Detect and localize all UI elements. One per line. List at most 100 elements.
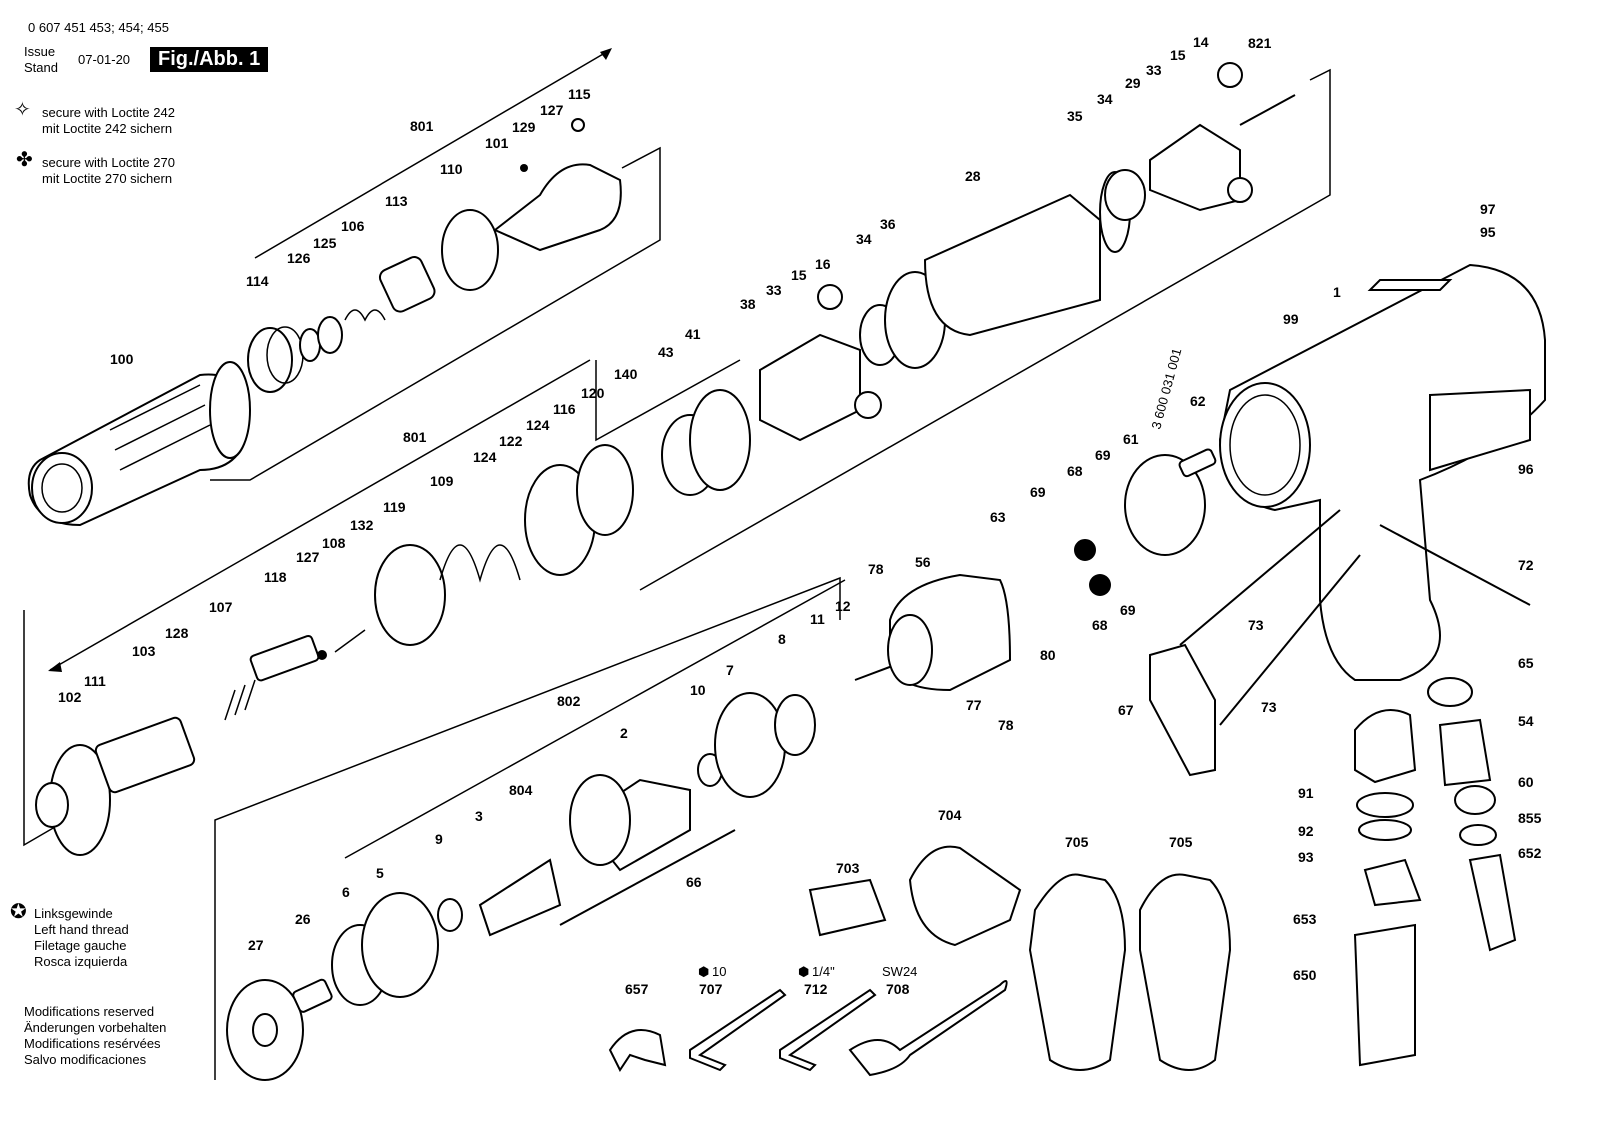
- callout-9: 9: [435, 831, 443, 847]
- hex-quarter-icon: ⬢: [798, 964, 809, 979]
- callout-10: 10: [690, 682, 706, 698]
- legend-lh-thread-de: Linksgewinde: [34, 906, 113, 921]
- callout-73a: 73: [1248, 617, 1264, 633]
- stand-label: Stand: [24, 60, 58, 75]
- callout-56: 56: [915, 554, 931, 570]
- callout-801-middle: 801: [403, 429, 427, 445]
- callout-34: 34: [856, 231, 872, 247]
- callout-855: 855: [1518, 810, 1542, 826]
- motor-parts: [226, 649, 936, 1081]
- wrench-size-note: SW24: [882, 964, 917, 979]
- callout-114: 114: [246, 273, 269, 289]
- callout-140: 140: [614, 366, 638, 382]
- callout-124: 124: [526, 417, 550, 433]
- issue-label: Issue: [24, 44, 56, 59]
- callout-77: 77: [966, 697, 982, 713]
- callout-68a: 68: [1067, 463, 1083, 479]
- callout-43: 43: [658, 344, 674, 360]
- legend-loctite-270-en: secure with Loctite 270: [42, 155, 175, 170]
- callout-108: 108: [322, 535, 346, 551]
- callout-652: 652: [1518, 845, 1542, 861]
- legend-lh-thread-en: Left hand thread: [34, 922, 129, 937]
- callout-95: 95: [1480, 224, 1496, 240]
- callout-93: 93: [1298, 849, 1314, 865]
- callout-802: 802: [557, 693, 581, 709]
- callout-125: 125: [313, 235, 337, 251]
- part-numbers: 0 607 451 453; 454; 455: [28, 20, 169, 35]
- callout-707: 707: [699, 981, 723, 997]
- callout-91: 91: [1298, 785, 1314, 801]
- callout-821: 821: [1248, 35, 1272, 51]
- callout-122: 122: [499, 433, 523, 449]
- callout-62: 62: [1190, 393, 1206, 409]
- callout-15b: 15: [1170, 47, 1186, 63]
- legend-lh-thread-fr: Filetage gauche: [34, 938, 127, 953]
- side-part-number: 3 600 031 001: [1148, 347, 1184, 431]
- callout-102: 102: [58, 689, 82, 705]
- hex-10-note: 10: [712, 964, 726, 979]
- callout-33: 33: [766, 282, 782, 298]
- callout-67: 67: [1118, 702, 1134, 718]
- figure-label: Fig./Abb. 1: [150, 47, 269, 72]
- callout-116: 116: [553, 401, 576, 417]
- callout-801-upper: 801: [410, 118, 434, 134]
- callout-69c: 69: [1120, 602, 1136, 618]
- callout-708: 708: [886, 981, 910, 997]
- callout-28: 28: [965, 168, 981, 184]
- callout-65: 65: [1518, 655, 1534, 671]
- callout-36: 36: [880, 216, 896, 232]
- callout-657: 657: [625, 981, 649, 997]
- footer-note-fr: Modifications resérvées: [24, 1036, 161, 1051]
- footer-note-de: Änderungen vorbehalten: [24, 1020, 167, 1035]
- legend-loctite-242-de: mit Loctite 242 sichern: [42, 121, 173, 136]
- callout-2: 2: [620, 725, 628, 741]
- accessories: [608, 845, 1232, 1077]
- callout-110: 110: [440, 161, 463, 177]
- callout-78b: 78: [998, 717, 1014, 733]
- valve-and-fittings: [887, 448, 1517, 1067]
- callout-34b: 34: [1097, 91, 1113, 107]
- frame-lower: [214, 576, 841, 1080]
- callout-54: 54: [1518, 713, 1534, 729]
- callout-41: 41: [685, 326, 701, 342]
- callout-66: 66: [686, 874, 702, 890]
- legend-lh-thread-es: Rosca izquierda: [34, 954, 128, 969]
- loctite-270-icon: ✤: [16, 149, 33, 171]
- arrow-line-lower: [344, 579, 846, 859]
- legend-loctite-242-en: secure with Loctite 242: [42, 105, 175, 120]
- callout-132: 132: [350, 517, 374, 533]
- callout-60: 60: [1518, 774, 1534, 790]
- callout-103: 103: [132, 643, 156, 659]
- callout-100: 100: [110, 351, 134, 367]
- callout-129: 129: [512, 119, 536, 135]
- hex-quarter-note: 1/4": [812, 964, 835, 979]
- callout-73b: 73: [1261, 699, 1277, 715]
- callout-5: 5: [376, 865, 384, 881]
- hex-10-icon: ⬢: [698, 964, 709, 979]
- center-parts: [759, 62, 1296, 442]
- issue-date: 07-01-20: [78, 52, 131, 67]
- callout-26: 26: [295, 911, 311, 927]
- callout-109: 109: [430, 473, 454, 489]
- callout-101: 101: [485, 135, 509, 151]
- callout-6: 6: [342, 884, 350, 900]
- callout-111: 111: [84, 673, 106, 689]
- callout-653: 653: [1293, 911, 1317, 927]
- callout-68b: 68: [1092, 617, 1108, 633]
- housing-and-handle: [1149, 263, 1546, 777]
- callout-97: 97: [1480, 201, 1496, 217]
- callout-712: 712: [804, 981, 828, 997]
- callout-113: 113: [385, 193, 408, 209]
- callout-35: 35: [1067, 108, 1083, 124]
- callout-61: 61: [1123, 431, 1139, 447]
- callout-705a: 705: [1065, 834, 1089, 850]
- footer-note-en: Modifications reserved: [24, 1004, 155, 1019]
- callout-128: 128: [165, 625, 189, 641]
- callout-78a: 78: [868, 561, 884, 577]
- callout-106: 106: [341, 218, 365, 234]
- callout-99: 99: [1283, 311, 1299, 327]
- arrow-line-middle: [49, 359, 591, 671]
- callout-72: 72: [1518, 557, 1534, 573]
- left-hand-thread-icon: ✪: [10, 901, 27, 923]
